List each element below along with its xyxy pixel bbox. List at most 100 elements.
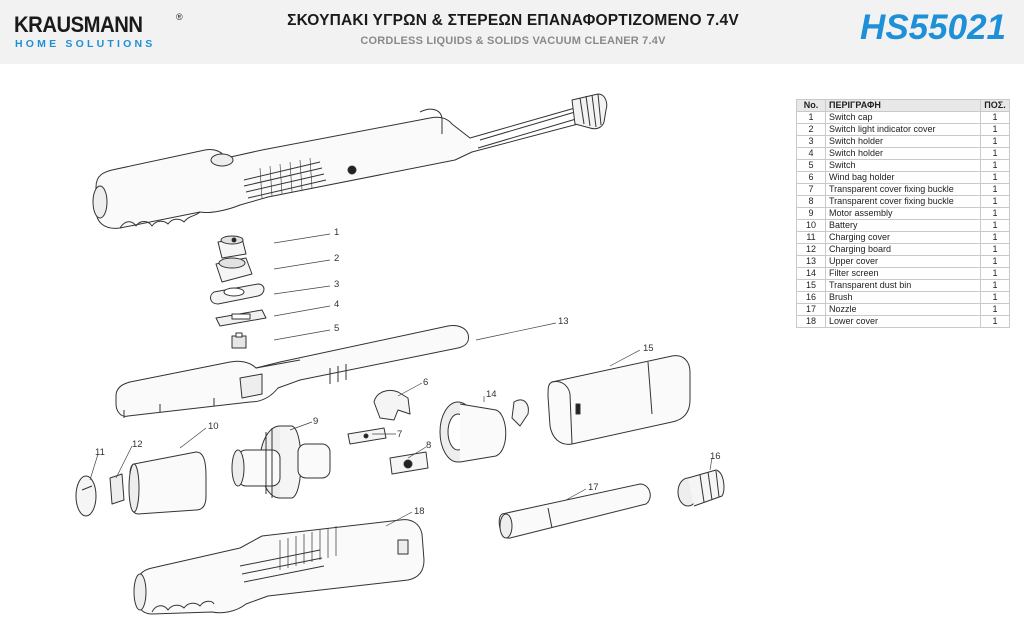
- part-description-cell: Switch light indicator cover: [825, 123, 981, 136]
- brand-logo: KRAUSMANN ® HOME SOLUTIONS: [14, 12, 184, 52]
- part-6-wind-bag-holder: [373, 389, 411, 421]
- brand-name: KRAUSMANN: [14, 12, 143, 37]
- callout-7: 7: [397, 429, 403, 440]
- callout-15: 15: [643, 343, 654, 354]
- part-description-cell: Lower cover: [825, 315, 981, 328]
- part-number-cell: 4: [796, 147, 826, 160]
- part-quantity-cell: 1: [980, 315, 1010, 328]
- exploded-view-diagram: 1 2 3 4 5 6 7 8 9 10 11 12 13 14 15 16 1…: [0, 64, 790, 640]
- part-number-cell: 1: [796, 111, 826, 124]
- part-9-motor-assembly: [231, 425, 331, 499]
- part-number-cell: 2: [796, 123, 826, 136]
- part-quantity-cell: 1: [980, 135, 1010, 148]
- part-quantity-cell: 1: [980, 255, 1010, 268]
- part-description-cell: Transparent cover fixing buckle: [825, 195, 981, 208]
- part-number-cell: 13: [796, 255, 826, 268]
- callout-16: 16: [710, 451, 721, 462]
- part-quantity-cell: 1: [980, 183, 1010, 196]
- part-4-switch-holder: [215, 309, 267, 327]
- part-14-filter-screen: [439, 399, 529, 463]
- part-number-cell: 9: [796, 207, 826, 220]
- callout-13: 13: [558, 316, 569, 327]
- part-description-cell: Charging board: [825, 243, 981, 256]
- part-8-fixing-buckle: [389, 451, 429, 475]
- part-5-switch: [231, 332, 247, 349]
- model-number: HS55021: [860, 8, 1006, 47]
- callout-10: 10: [208, 421, 219, 432]
- part-3-switch-holder: [210, 283, 265, 305]
- part-number-cell: 16: [796, 291, 826, 304]
- part-quantity-cell: 1: [980, 159, 1010, 172]
- part-1-switch-cap: [217, 235, 247, 259]
- part-quantity-cell: 1: [980, 195, 1010, 208]
- part-description-cell: Brush: [825, 291, 981, 304]
- part-number-cell: 17: [796, 303, 826, 316]
- part-10-battery: [128, 451, 207, 515]
- parts-table-header: No. ΠΕΡΙΓΡΑΦΗ ΠΟΣ.: [796, 99, 1010, 112]
- callout-14: 14: [486, 389, 497, 400]
- part-description-cell: Upper cover: [825, 255, 981, 268]
- part-11-charging-cover: [75, 475, 97, 517]
- part-quantity-cell: 1: [980, 147, 1010, 160]
- part-number-cell: 5: [796, 159, 826, 172]
- callout-6: 6: [423, 377, 429, 388]
- part-description-cell: Switch holder: [825, 147, 981, 160]
- callout-17: 17: [588, 482, 599, 493]
- part-16-brush: [677, 469, 725, 507]
- header-description: ΠΕΡΙΓΡΑΦΗ: [825, 99, 981, 112]
- part-quantity-cell: 1: [980, 267, 1010, 280]
- part-description-cell: Battery: [825, 219, 981, 232]
- part-7-fixing-buckle: [347, 427, 387, 445]
- part-number-cell: 6: [796, 171, 826, 184]
- part-description-cell: Switch cap: [825, 111, 981, 124]
- part-description-cell: Wind bag holder: [825, 171, 981, 184]
- part-quantity-cell: 1: [980, 111, 1010, 124]
- part-quantity-cell: 1: [980, 171, 1010, 184]
- part-number-cell: 3: [796, 135, 826, 148]
- part-15-dust-bin: [547, 355, 691, 445]
- part-description-cell: Transparent cover fixing buckle: [825, 183, 981, 196]
- part-2-switch-light-cover: [215, 257, 253, 283]
- callout-4: 4: [334, 299, 340, 310]
- part-number-cell: 18: [796, 315, 826, 328]
- vacuum-exploded-drawing: [75, 93, 725, 615]
- callout-18: 18: [414, 506, 425, 517]
- header-bar: KRAUSMANN ® HOME SOLUTIONS ΣΚΟΥΠΑΚΙ ΥΓΡΩ…: [0, 0, 1024, 64]
- part-number-cell: 11: [796, 231, 826, 244]
- callout-3: 3: [334, 279, 340, 290]
- leader-lines: [89, 233, 713, 527]
- part-13-upper-cover: [115, 325, 469, 418]
- part-description-cell: Switch: [825, 159, 981, 172]
- part-quantity-cell: 1: [980, 279, 1010, 292]
- callout-8: 8: [426, 440, 432, 451]
- callout-11: 11: [95, 447, 105, 458]
- brand-tagline: HOME SOLUTIONS: [15, 38, 156, 50]
- part-quantity-cell: 1: [980, 219, 1010, 232]
- part-description-cell: Nozzle: [825, 303, 981, 316]
- part-12-charging-board: [109, 473, 125, 505]
- part-description-cell: Motor assembly: [825, 207, 981, 220]
- part-quantity-cell: 1: [980, 123, 1010, 136]
- part-quantity-cell: 1: [980, 231, 1010, 244]
- title-greek: ΣΚΟΥΠΑΚΙ ΥΓΡΩΝ & ΣΤΕΡΕΩΝ ΕΠΑΝΑΦΟΡΤΙΖΟΜΕΝ…: [287, 12, 739, 29]
- part-description-cell: Charging cover: [825, 231, 981, 244]
- registered-mark: ®: [176, 12, 183, 22]
- part-quantity-cell: 1: [980, 291, 1010, 304]
- callout-2: 2: [334, 253, 340, 264]
